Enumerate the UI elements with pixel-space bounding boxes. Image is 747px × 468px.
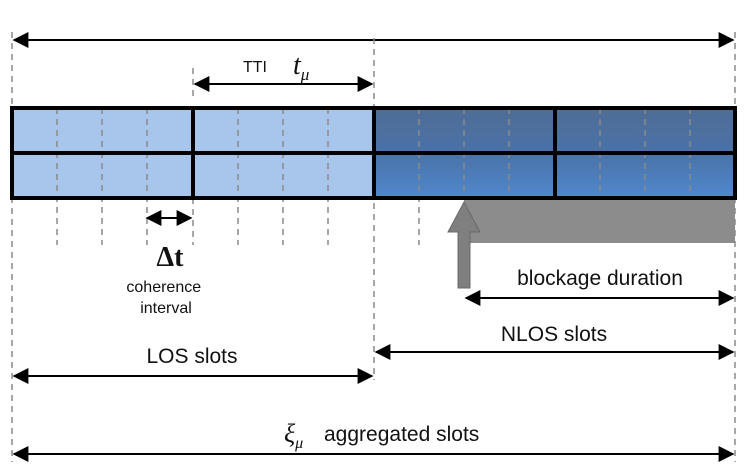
blockage-duration-label: blockage duration	[517, 267, 683, 290]
aggregated-slots-label: aggregated slots	[324, 423, 479, 446]
delta-t-label: Δt	[157, 242, 185, 273]
tti-label: TTI	[243, 59, 267, 76]
blockage-region	[464, 199, 735, 243]
tti-grid	[10, 106, 737, 200]
coherence-label: coherence interval	[126, 279, 205, 317]
blockage-start-arrow	[447, 200, 481, 289]
xi-mu-label: ξμ	[284, 419, 303, 452]
los-slots-label: LOS slots	[146, 345, 237, 368]
nlos-slots-label: NLOS slots	[501, 323, 607, 346]
boundary-dashed-lines	[11, 32, 736, 462]
t-mu-label: tμ	[293, 50, 309, 84]
